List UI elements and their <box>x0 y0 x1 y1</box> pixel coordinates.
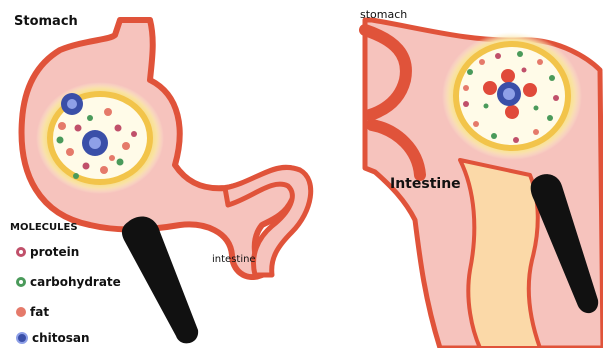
legend-label: chitosan <box>32 331 90 345</box>
label-intestine-left: intestine <box>212 254 256 265</box>
chitosan-blob <box>67 99 77 109</box>
chitosan-dot-icon <box>16 332 28 344</box>
label-intestine: Intestine <box>390 176 461 192</box>
chitosan-blob <box>89 137 101 149</box>
legend-item-chitosan: chitosan <box>16 328 90 348</box>
legend-item-fat: fat <box>16 302 49 322</box>
legend-label: protein <box>30 245 79 259</box>
legend-title: MOLECULES <box>10 222 78 233</box>
intestine-right <box>460 160 540 348</box>
fat-dot-icon <box>16 307 26 317</box>
legend-label: fat <box>30 305 49 319</box>
legend-item-protein: protein <box>16 242 79 262</box>
legend-item-carbohydrate: carbohydrate <box>16 272 121 292</box>
legend: MOLECULES protein carbohydrate fat chito… <box>10 222 160 348</box>
legend-label: carbohydrate <box>30 275 121 289</box>
label-stomach-right: stomach <box>360 8 407 21</box>
carbohydrate-dot-icon <box>16 277 26 287</box>
protein-dot-icon <box>16 247 26 257</box>
label-stomach: Stomach <box>14 14 78 29</box>
